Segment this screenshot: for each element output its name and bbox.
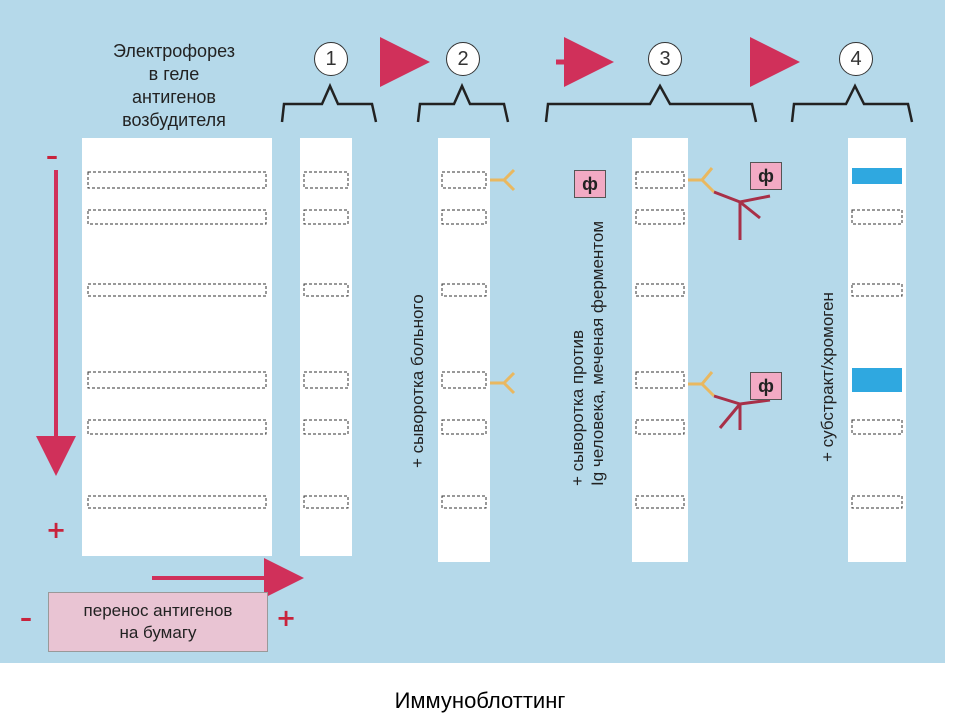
strip-bands <box>303 171 349 509</box>
paper-strip <box>438 138 490 562</box>
antibody-complex <box>688 167 771 430</box>
reagent-label-line: + сыворотка против <box>568 329 587 486</box>
serum-antibody <box>490 168 516 395</box>
strip-bands <box>441 171 487 509</box>
enzyme-label: ф <box>574 170 606 198</box>
step-number: 3 <box>648 42 682 76</box>
paper-strip <box>848 138 906 562</box>
strip-bands <box>851 209 903 509</box>
transfer-label-box: перенос антигенов на бумагу <box>48 592 268 652</box>
strip-bracket <box>280 82 378 123</box>
reagent-label-anti-ig: + сыворотка против Ig человека, меченая … <box>568 221 608 486</box>
gel-title-line: в геле <box>148 64 200 84</box>
diagram-panel: Электрофорез в геле антигенов возбудител… <box>0 0 945 663</box>
strip-bracket <box>544 83 758 123</box>
gel-block <box>82 138 272 556</box>
strip-bands <box>635 171 685 509</box>
reagent-label-serum: + сыворотка больного <box>408 294 427 468</box>
transfer-label-line: перенос антигенов <box>83 601 233 620</box>
plus-sign: + <box>276 604 297 632</box>
gel-title-line: возбудителя <box>122 110 226 130</box>
paper-strip <box>632 138 688 562</box>
colored-band <box>852 368 902 392</box>
gel-title: Электрофорез в геле антигенов возбудител… <box>74 40 274 132</box>
step-number: 4 <box>839 42 873 76</box>
step-number: 1 <box>314 42 348 76</box>
enzyme-label: ф <box>750 162 782 190</box>
strip-bracket <box>416 82 510 123</box>
diagram-graphics <box>36 37 914 598</box>
strip-bracket <box>790 83 914 123</box>
step-number: 2 <box>446 42 480 76</box>
reagent-label-line: Ig человека, меченая ферментом <box>588 220 607 486</box>
gel-bands <box>87 171 267 509</box>
paper-strip <box>300 138 352 556</box>
enzyme-label: ф <box>750 372 782 400</box>
colored-band <box>852 168 902 184</box>
gel-title-line: Электрофорез <box>113 41 235 61</box>
figure-caption: Иммуноблоттинг <box>394 688 566 713</box>
plus-sign: + <box>46 516 67 544</box>
gel-title-line: антигенов <box>132 87 216 107</box>
transfer-label-line: на бумагу <box>119 623 197 642</box>
reagent-label-substrate: + субстракт/хромоген <box>818 292 837 462</box>
minus-sign: – <box>46 142 58 170</box>
minus-sign: – <box>20 604 32 632</box>
